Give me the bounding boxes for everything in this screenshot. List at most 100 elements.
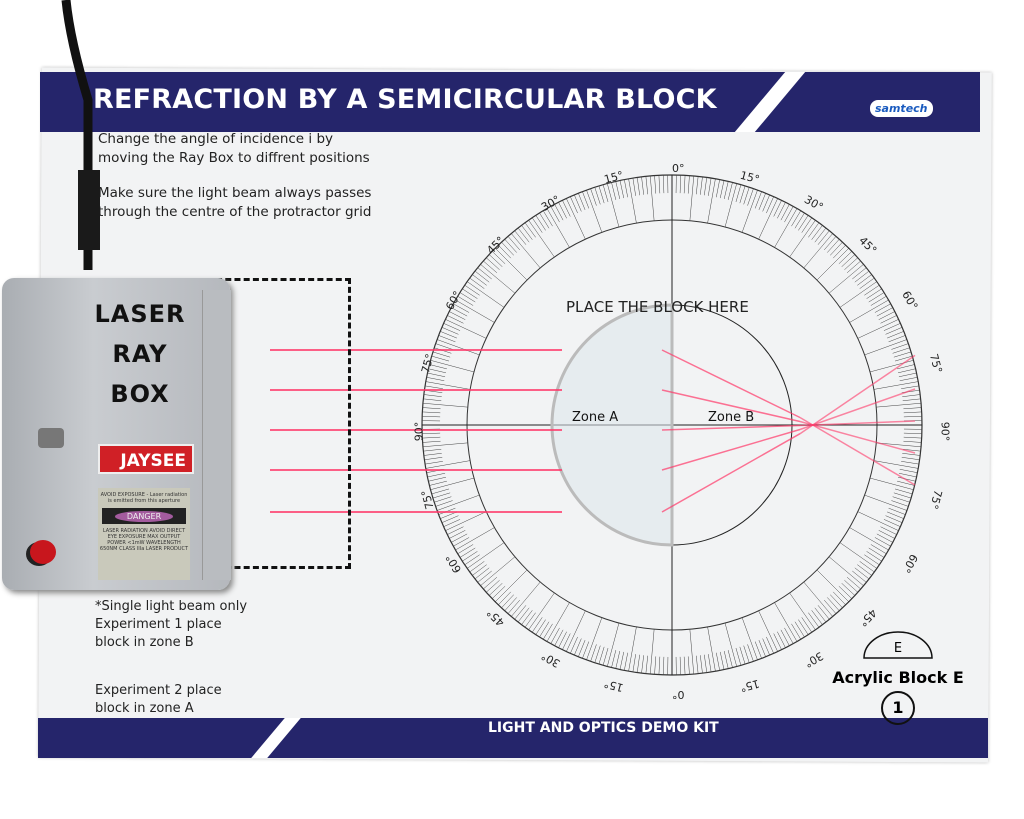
- tick: [590, 644, 597, 662]
- tick: [615, 650, 621, 669]
- tick: [803, 233, 833, 269]
- tick: [758, 610, 778, 652]
- tick: [814, 227, 827, 243]
- power-cable: [61, 0, 100, 270]
- tick: [429, 364, 447, 370]
- tick: [857, 319, 899, 339]
- tick: [498, 244, 512, 259]
- tick: [426, 377, 445, 381]
- tick: [897, 476, 916, 482]
- semicircle-block-icon: E: [863, 631, 933, 659]
- tick: [817, 605, 830, 620]
- tick: [477, 570, 492, 583]
- tick: [582, 191, 590, 209]
- tick: [841, 254, 856, 267]
- tick: [899, 469, 918, 473]
- tick: [869, 477, 914, 490]
- tick: [480, 556, 516, 586]
- tick: [628, 626, 637, 672]
- ray-box-label-1: LASER: [94, 300, 186, 328]
- tick: [658, 656, 661, 675]
- tick: [859, 277, 875, 289]
- tick: [498, 591, 512, 606]
- tick: [885, 515, 903, 523]
- tick: [864, 494, 908, 511]
- power-button[interactable]: [30, 540, 56, 564]
- tick: [488, 583, 503, 596]
- tick: [704, 654, 708, 673]
- laser-warning-label: AVOID EXPOSURE - Laser radiation is emit…: [98, 488, 190, 580]
- tick: [708, 654, 712, 672]
- refracted-beam: [661, 433, 801, 513]
- tick: [828, 264, 864, 294]
- tick: [878, 311, 895, 320]
- tick: [801, 217, 813, 233]
- tick: [754, 191, 762, 209]
- tick: [570, 196, 578, 214]
- tick: [758, 640, 766, 657]
- tick: [422, 436, 441, 439]
- place-block-label: PLACE THE BLOCK HERE: [566, 298, 749, 316]
- tick: [477, 267, 492, 280]
- tick: [491, 585, 506, 599]
- tick: [794, 621, 805, 638]
- tick: [423, 398, 442, 401]
- tick: [436, 339, 480, 356]
- tick: [824, 599, 837, 614]
- tick: [636, 654, 640, 673]
- tick: [464, 284, 480, 296]
- tick: [724, 183, 737, 228]
- tick: [511, 233, 541, 269]
- tick: [423, 394, 442, 397]
- tick: [543, 210, 553, 227]
- tick: [773, 200, 782, 217]
- tick: [550, 627, 560, 644]
- page-title: REFRACTION BY A SEMICIRCULAR BLOCK: [93, 84, 717, 115]
- tick: [434, 496, 452, 503]
- tick: [598, 185, 605, 204]
- tick: [574, 638, 582, 656]
- tick: [883, 323, 901, 331]
- tick: [880, 315, 897, 324]
- tick: [558, 202, 567, 219]
- tick: [514, 230, 527, 245]
- tick: [528, 220, 555, 258]
- tick: [901, 385, 919, 389]
- tick: [517, 227, 530, 243]
- tick: [897, 480, 915, 486]
- tick: [864, 339, 908, 356]
- tick: [432, 351, 451, 358]
- tick: [791, 623, 801, 640]
- tick: [899, 377, 918, 381]
- tick: [531, 617, 543, 633]
- tick: [663, 175, 665, 194]
- tick: [435, 343, 453, 350]
- tick: [846, 577, 861, 590]
- tick: [663, 656, 665, 675]
- tick: [679, 656, 681, 675]
- tick: [562, 200, 571, 217]
- tick: [425, 381, 471, 390]
- tick: [689, 629, 695, 675]
- tick: [901, 461, 919, 465]
- tick: [472, 564, 487, 576]
- tick: [504, 597, 517, 611]
- beam-selector-toggle-switch[interactable]: [38, 428, 64, 448]
- tick: [632, 178, 636, 196]
- tick: [428, 476, 447, 482]
- tick: [462, 288, 478, 299]
- tick: [844, 580, 858, 593]
- tick: [455, 527, 495, 551]
- block-number: 1: [881, 691, 915, 725]
- tick: [902, 394, 921, 397]
- refracted-beam: [661, 389, 801, 423]
- tick: [724, 622, 737, 667]
- tick: [839, 281, 877, 308]
- tick: [578, 640, 586, 657]
- tick: [427, 372, 446, 378]
- tick: [866, 551, 882, 562]
- tick: [897, 364, 915, 370]
- tick: [422, 432, 441, 434]
- tick: [766, 196, 774, 214]
